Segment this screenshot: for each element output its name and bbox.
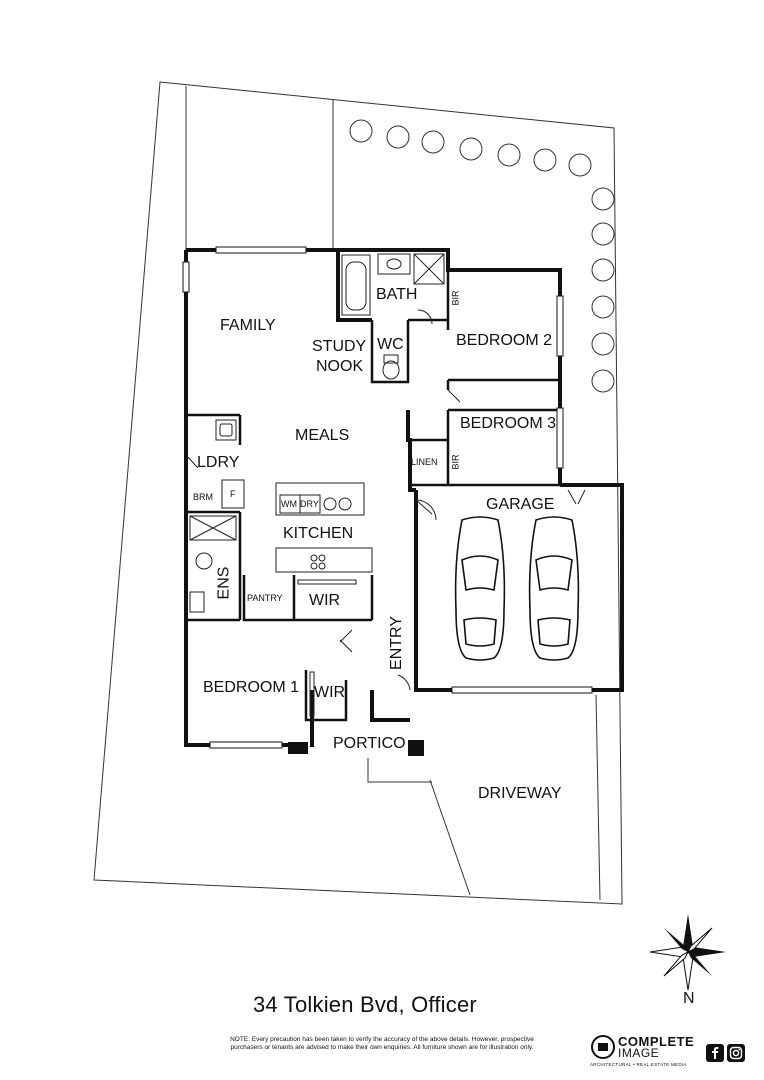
cooktop	[310, 554, 318, 562]
tree-icon	[591, 295, 615, 319]
brand-tagline: ARCHITECTURAL • REAL ESTATE MEDIA	[590, 1062, 687, 1067]
ens-basin	[189, 591, 205, 613]
room-label-nook: NOOK	[316, 358, 364, 375]
windows	[182, 246, 593, 749]
driveway-edge	[429, 779, 471, 896]
room-label-ldry: LDRY	[197, 454, 240, 471]
room-label-study: STUDY	[312, 338, 367, 355]
room-label-brm: BRM	[193, 492, 213, 502]
tree-icon	[497, 143, 521, 167]
wir2-shelf	[309, 671, 315, 717]
disclaimer-note: NOTE: Every precaution has been taken to…	[230, 1036, 534, 1052]
tree-row	[349, 119, 615, 393]
path-edge	[367, 758, 432, 783]
wall-block	[288, 742, 308, 754]
compass-rose-icon	[649, 914, 726, 991]
laundry-tub	[215, 419, 237, 441]
bathtub	[341, 254, 371, 316]
instagram-icon[interactable]	[727, 1044, 745, 1062]
tree-icon	[591, 332, 615, 356]
ens-shower	[189, 515, 237, 541]
tree-icon	[591, 258, 615, 282]
room-label-portico: PORTICO	[333, 735, 406, 752]
kitchen-bench	[275, 547, 373, 573]
room-label-wc: WC	[377, 336, 404, 353]
room-label-meals: MEALS	[295, 427, 350, 444]
complete-image-logo-icon	[591, 1035, 615, 1059]
brand-name-complete: COMPLETE	[618, 1034, 695, 1049]
property-address: 34 Tolkien Bvd, Officer	[253, 992, 477, 1017]
tree-icon	[591, 222, 615, 246]
tree-icon	[349, 119, 373, 143]
room-label-linen: LINEN	[411, 457, 438, 467]
car-icon	[454, 516, 506, 661]
tree-icon	[421, 130, 445, 154]
wir-shelf	[297, 579, 357, 585]
site-boundary	[93, 81, 623, 905]
area-label-driveway: DRIVEWAY	[478, 785, 562, 802]
room-label-garage: GARAGE	[486, 496, 555, 513]
facebook-icon[interactable]	[706, 1044, 724, 1062]
fixtures	[189, 253, 445, 717]
room-label-bir-2: BIR	[450, 454, 461, 470]
shower	[413, 253, 445, 285]
vanity	[377, 253, 411, 275]
ens-toilet	[195, 552, 213, 570]
fridge-space	[221, 479, 245, 509]
north-label: N	[683, 990, 695, 1007]
room-label-f: F	[230, 489, 236, 499]
doors	[185, 309, 586, 691]
room-label-entry: ENTRY	[387, 616, 405, 670]
appliance-label-dry: DRY	[300, 499, 319, 509]
tree-icon	[591, 369, 615, 393]
driveway-edge	[595, 694, 601, 901]
appliance-label-wm: WM	[281, 499, 297, 509]
room-label-family: FAMILY	[220, 317, 276, 334]
room-label-ens: ENS	[215, 566, 233, 600]
tree-icon	[386, 125, 410, 149]
brand-name-image: IMAGE	[618, 1046, 660, 1060]
car-icon	[528, 516, 580, 661]
island-bench	[275, 482, 365, 516]
room-label-wir-1: WIR	[309, 592, 341, 609]
tree-icon	[591, 187, 615, 211]
tree-icon	[533, 148, 557, 172]
room-label-pantry: PANTRY	[247, 593, 283, 603]
tree-icon	[459, 137, 483, 161]
room-label-bedroom-2: BEDROOM 2	[456, 332, 553, 349]
room-label-bir-1: BIR	[450, 290, 461, 306]
interior-walls	[186, 270, 560, 722]
room-label-bath: BATH	[376, 286, 418, 303]
toilet	[382, 360, 400, 380]
room-label-kitchen: KITCHEN	[283, 525, 354, 542]
tree-icon	[568, 153, 592, 177]
room-label-bedroom-1: BEDROOM 1	[203, 679, 300, 696]
room-label-wir-2: WIR	[314, 684, 346, 701]
wall-block	[408, 740, 424, 756]
room-label-bedroom-3: BEDROOM 3	[460, 415, 557, 432]
dryer	[299, 494, 321, 514]
